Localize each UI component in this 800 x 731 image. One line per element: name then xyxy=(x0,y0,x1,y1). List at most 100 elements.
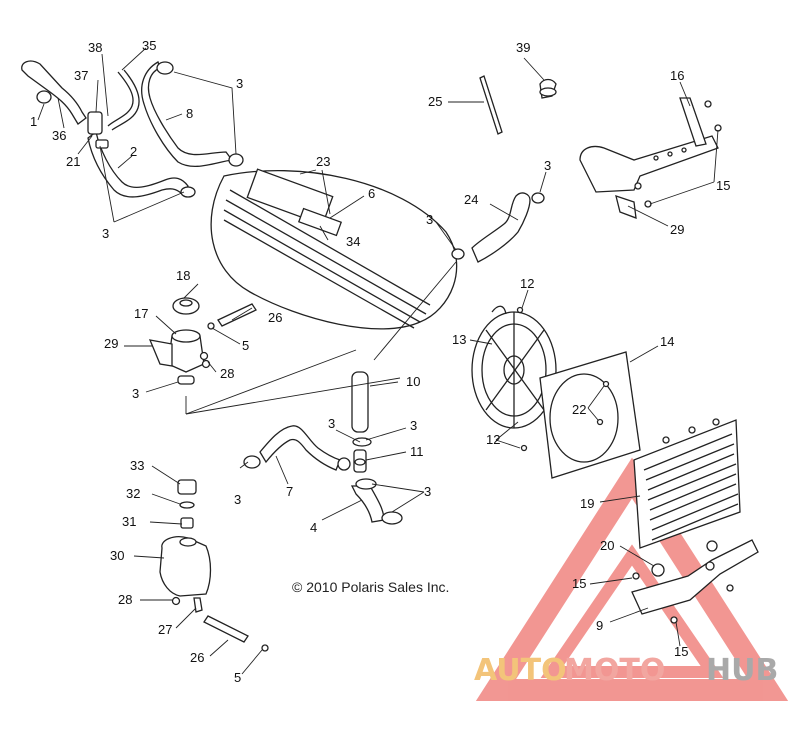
callout-27: 27 xyxy=(158,622,172,637)
callout-32: 32 xyxy=(126,486,140,501)
callout-5-a: 5 xyxy=(242,338,249,353)
callout-3-i: 3 xyxy=(234,492,241,507)
callout-4: 4 xyxy=(310,520,317,535)
copyright-text: © 2010 Polaris Sales Inc. xyxy=(292,579,449,595)
bolt-28-lower xyxy=(171,596,181,606)
callout-3-c: 3 xyxy=(544,158,551,173)
callout-22: 22 xyxy=(572,402,586,417)
callout-12-a: 12 xyxy=(520,276,534,291)
callout-15-a: 15 xyxy=(716,178,730,193)
callout-26-b: 26 xyxy=(190,650,204,665)
clamp-24 xyxy=(531,192,545,204)
hose-1-36 xyxy=(21,60,87,125)
clamp-3-right xyxy=(451,248,465,260)
callout-labels: 1 36 21 37 38 35 2 8 3 3 23 6 34 25 39 1… xyxy=(30,38,730,685)
callout-20: 20 xyxy=(600,538,614,553)
fitting-27 xyxy=(193,597,203,613)
callout-34: 34 xyxy=(346,234,360,249)
callout-3-b: 3 xyxy=(102,226,109,241)
watermark-auto: AUTO xyxy=(474,653,567,688)
callout-28-b: 28 xyxy=(118,592,132,607)
clamp-2 xyxy=(180,186,196,198)
bracket-16 xyxy=(579,97,719,193)
bracket-9 xyxy=(631,539,759,615)
callout-16: 16 xyxy=(670,68,684,83)
callout-28-a: 28 xyxy=(220,366,234,381)
screws-12-22 xyxy=(516,306,610,452)
callout-38: 38 xyxy=(88,40,102,55)
housing-17 xyxy=(167,329,205,373)
callout-35: 35 xyxy=(142,38,156,53)
callout-1: 1 xyxy=(30,114,37,129)
clamp-8-top xyxy=(156,61,174,75)
callout-39: 39 xyxy=(516,40,530,55)
hose-7 xyxy=(243,425,351,471)
shroud-14 xyxy=(539,351,641,479)
callout-3-h: 3 xyxy=(424,484,431,499)
plug-5-top xyxy=(207,322,215,330)
fan-13 xyxy=(471,305,557,429)
hose-24 xyxy=(471,192,531,263)
radiator-19 xyxy=(633,418,741,549)
grommets-20 xyxy=(651,540,718,577)
callout-9: 9 xyxy=(596,618,603,633)
clamp-3-lower xyxy=(177,375,195,385)
callout-18: 18 xyxy=(176,268,190,283)
callout-6: 6 xyxy=(368,186,375,201)
callout-30: 30 xyxy=(110,548,124,563)
callout-8: 8 xyxy=(186,106,193,121)
callout-15-b: 15 xyxy=(572,576,586,591)
callout-25: 25 xyxy=(428,94,442,109)
watermark-moto: MOTO xyxy=(564,653,665,688)
callout-13: 13 xyxy=(452,332,466,347)
watermark-text: AUTO MOTO HUB xyxy=(474,653,778,688)
tee-11 xyxy=(353,449,367,473)
callout-36: 36 xyxy=(52,128,66,143)
bracket-29-left xyxy=(148,339,173,367)
callout-5-b: 5 xyxy=(234,670,241,685)
callout-3-e: 3 xyxy=(132,386,139,401)
callout-12-b: 12 xyxy=(486,432,500,447)
callout-7: 7 xyxy=(286,484,293,499)
leader-lines xyxy=(37,47,719,675)
tube-assembly-6 xyxy=(210,168,458,330)
callout-37: 37 xyxy=(74,68,88,83)
pipe-26-top xyxy=(217,303,257,327)
callout-21: 21 xyxy=(66,154,80,169)
clamp-1 xyxy=(36,90,52,104)
pipe-26-bottom xyxy=(203,615,249,643)
cap-33 xyxy=(177,479,197,495)
neck-31 xyxy=(180,517,194,529)
callout-29-b: 29 xyxy=(104,336,118,351)
callout-15-c: 15 xyxy=(674,644,688,659)
plug-5-bottom xyxy=(261,644,269,652)
seal-32 xyxy=(179,501,195,509)
reservoir-30 xyxy=(159,536,212,597)
callout-33: 33 xyxy=(130,458,144,473)
callout-29-a: 29 xyxy=(670,222,684,237)
callout-17: 17 xyxy=(134,306,148,321)
hose-35 xyxy=(107,69,140,131)
callout-23: 23 xyxy=(316,154,330,169)
callout-2: 2 xyxy=(130,144,137,159)
watermark-hub: HUB xyxy=(706,653,778,688)
rod-25 xyxy=(479,75,503,135)
callout-10: 10 xyxy=(406,374,420,389)
cap-18 xyxy=(172,297,200,315)
callout-3-f: 3 xyxy=(328,416,335,431)
fitting-21-37-38 xyxy=(87,111,109,149)
bracket-29-right xyxy=(615,195,637,219)
callout-3-d: 3 xyxy=(426,212,433,227)
callout-14: 14 xyxy=(660,334,674,349)
callout-11: 11 xyxy=(410,444,424,459)
callout-3-g: 3 xyxy=(410,418,417,433)
callout-24: 24 xyxy=(464,192,478,207)
callout-3-a: 3 xyxy=(236,76,243,91)
fitting-39 xyxy=(539,78,557,99)
callout-26-a: 26 xyxy=(268,310,282,325)
bolts-15-upper xyxy=(634,100,722,208)
clamp-8-bottom xyxy=(228,153,244,167)
callout-19: 19 xyxy=(580,496,594,511)
callout-31: 31 xyxy=(122,514,136,529)
